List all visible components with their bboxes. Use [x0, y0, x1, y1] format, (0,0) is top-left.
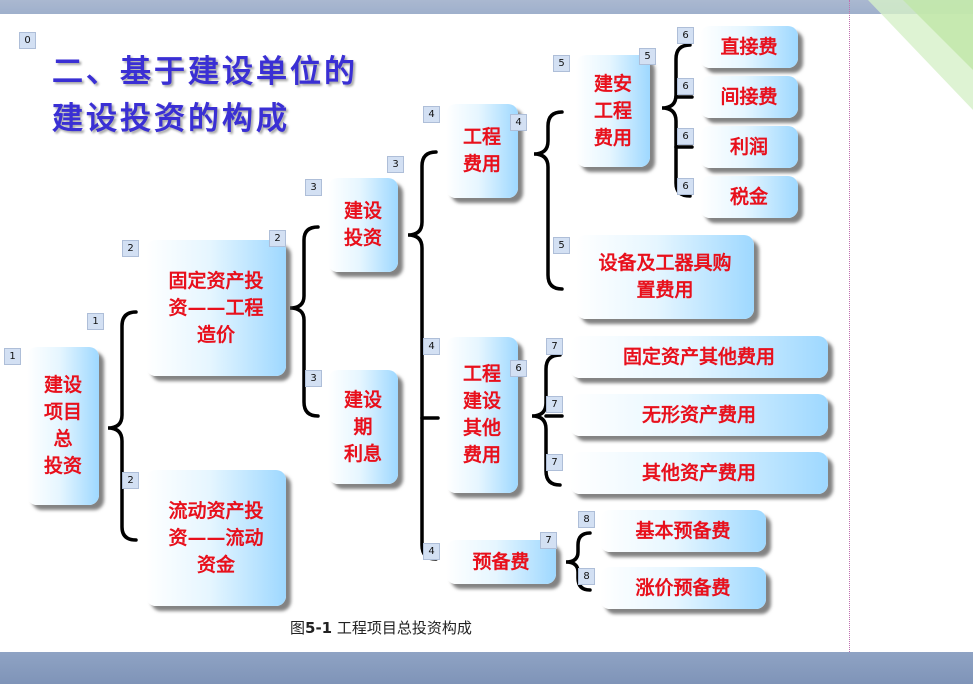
- node-price-reserve: 涨价预备费: [600, 567, 766, 609]
- node-installation-cost: 建安 工程 费用: [576, 55, 650, 167]
- level-label: 6: [677, 128, 694, 145]
- level-label: 5: [639, 48, 656, 65]
- level-label: 2: [122, 240, 139, 257]
- node-reserve-fee: 预备费: [446, 540, 556, 584]
- level-label: 6: [677, 178, 694, 195]
- node-tax: 税金: [700, 176, 798, 218]
- level-label: 7: [546, 338, 563, 355]
- node-other-construction-cost: 工程 建设 其他 费用: [446, 337, 518, 493]
- level-label: 0: [19, 32, 36, 49]
- level-label: 2: [122, 472, 139, 489]
- node-engineering-cost: 工程 费用: [446, 104, 518, 198]
- node-other-asset-cost: 其他资产费用: [570, 452, 828, 494]
- level-label: 8: [578, 511, 595, 528]
- node-liquid-asset-investment: 流动资产投 资——流动 资金: [146, 470, 286, 606]
- slide-title-line-1: 二、基于建设单位的: [52, 54, 358, 90]
- level-label: 3: [387, 156, 404, 173]
- level-label: 7: [546, 454, 563, 471]
- level-label: 4: [423, 543, 440, 560]
- node-direct-cost: 直接费: [700, 26, 798, 68]
- level-label: 6: [677, 27, 694, 44]
- node-fixed-asset-investment: 固定资产投 资——工程 造价: [146, 240, 286, 376]
- bottom-band: [0, 652, 973, 684]
- node-basic-reserve: 基本预备费: [600, 510, 766, 552]
- level-label: 6: [677, 78, 694, 95]
- level-label: 6: [510, 360, 527, 377]
- corner-decoration: [868, 0, 973, 110]
- level-label: 3: [305, 179, 322, 196]
- level-label: 4: [423, 338, 440, 355]
- level-label: 7: [546, 396, 563, 413]
- node-equipment-cost: 设备及工器具购 置费用: [576, 235, 754, 319]
- node-construction-investment: 建设 投资: [328, 178, 398, 272]
- top-band: [0, 0, 973, 14]
- level-label: 1: [87, 313, 104, 330]
- node-indirect-cost: 间接费: [700, 76, 798, 118]
- level-label: 4: [423, 106, 440, 123]
- figure-caption: 图5-1 工程项目总投资构成: [290, 619, 472, 637]
- node-total-investment: 建设 项目 总 投资: [27, 347, 99, 505]
- node-profit: 利润: [700, 126, 798, 168]
- node-intangible-asset-cost: 无形资产费用: [570, 394, 828, 436]
- level-label: 5: [553, 55, 570, 72]
- level-label: 2: [269, 230, 286, 247]
- level-label: 4: [510, 114, 527, 131]
- slide-title-line-2: 建设投资的构成: [52, 101, 290, 137]
- guide-line: [849, 0, 850, 660]
- level-label: 5: [553, 237, 570, 254]
- level-label: 3: [305, 370, 322, 387]
- level-label: 1: [4, 348, 21, 365]
- level-label: 7: [540, 532, 557, 549]
- level-label: 8: [578, 568, 595, 585]
- node-fixed-asset-other-cost: 固定资产其他费用: [570, 336, 828, 378]
- node-construction-interest: 建设 期 利息: [328, 370, 398, 484]
